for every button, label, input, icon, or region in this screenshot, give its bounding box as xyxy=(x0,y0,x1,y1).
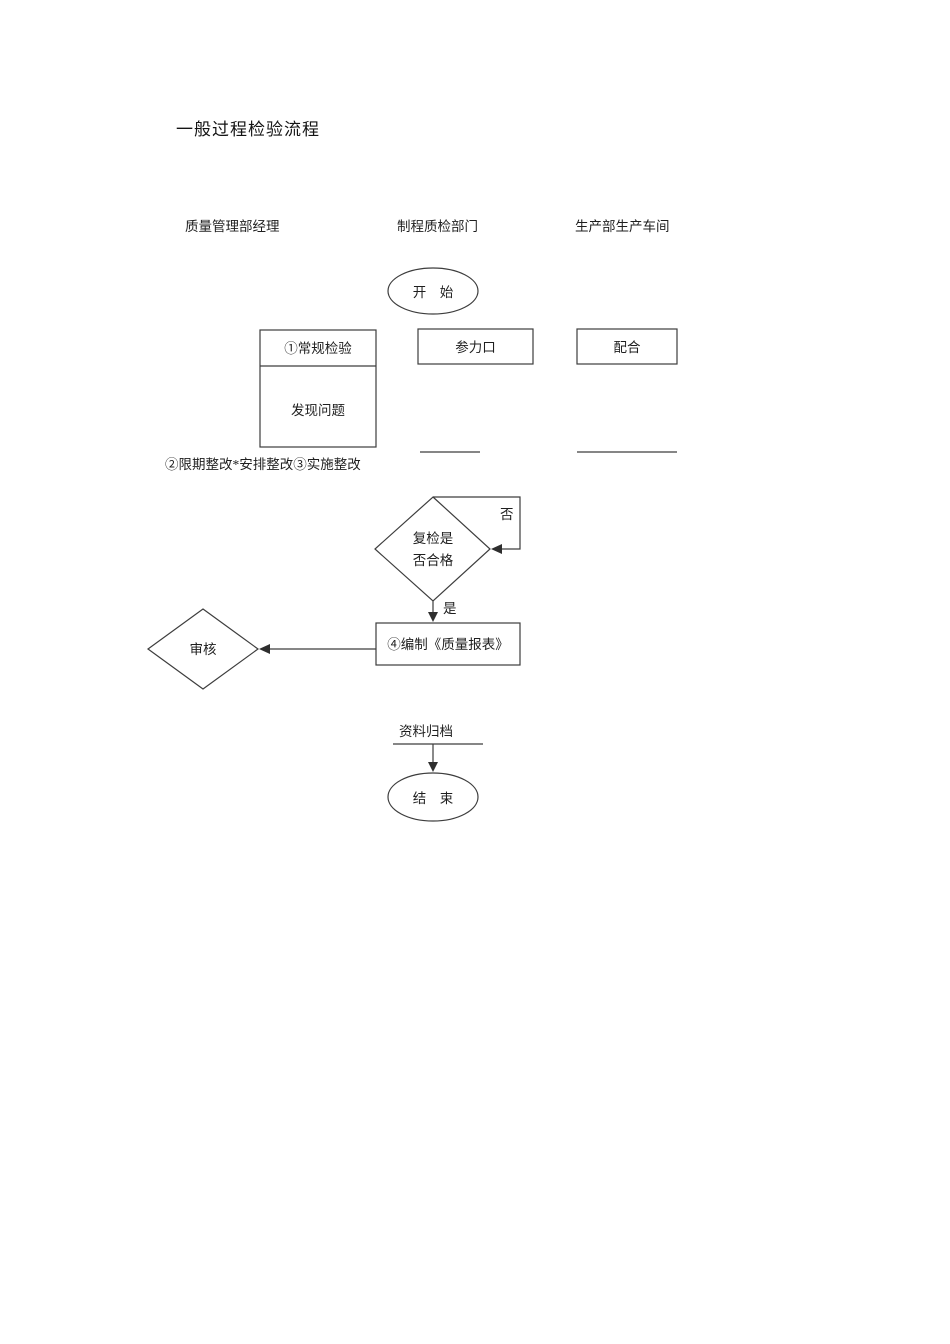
lane-header-quality-manager: 质量管理部经理 xyxy=(185,219,280,234)
routine-inspection-box-shape xyxy=(259,329,377,448)
participate-label: 参力口 xyxy=(455,340,496,355)
audit-diamond-shape xyxy=(146,608,260,690)
arrowhead-into-report xyxy=(428,612,438,622)
lane-header-production: 生产部生产车间 xyxy=(575,219,670,234)
no-branch-connector xyxy=(433,496,521,550)
routine-inspection-label: ①常规检验 xyxy=(284,341,352,356)
end-terminator-label: 结 束 xyxy=(412,791,454,806)
end-terminator-shape xyxy=(387,772,479,822)
page-title: 一般过程检验流程 xyxy=(176,120,320,139)
rectify-note: ②限期整改*安排整改③实施整改 xyxy=(165,457,361,472)
compile-report-label: ④编制《质量报表》 xyxy=(387,637,509,652)
start-terminator-shape xyxy=(387,267,479,315)
audit-label: 审核 xyxy=(189,642,217,657)
cooperate-box-shape xyxy=(576,328,678,365)
recheck-decision-label-line2: 否合格 xyxy=(412,553,454,568)
recheck-decision-diamond-shape xyxy=(374,496,491,602)
arrowhead-into-audit xyxy=(259,644,270,654)
participate-box-shape xyxy=(417,328,534,365)
archive-label: 资料归档 xyxy=(399,724,453,739)
recheck-decision-label-line1: 复检是 xyxy=(412,531,454,546)
edge-label-yes: 是 xyxy=(443,601,457,616)
edge-label-no: 否 xyxy=(500,507,514,522)
find-problem-label: 发现问题 xyxy=(291,403,345,418)
arrowhead-into-end xyxy=(428,762,438,772)
arrowhead-into-recheck xyxy=(491,544,502,554)
compile-report-box-shape xyxy=(375,622,521,666)
lane-header-inspection-dept: 制程质检部门 xyxy=(397,219,478,234)
start-terminator-label: 开 始 xyxy=(412,285,454,300)
cooperate-label: 配合 xyxy=(613,340,641,355)
